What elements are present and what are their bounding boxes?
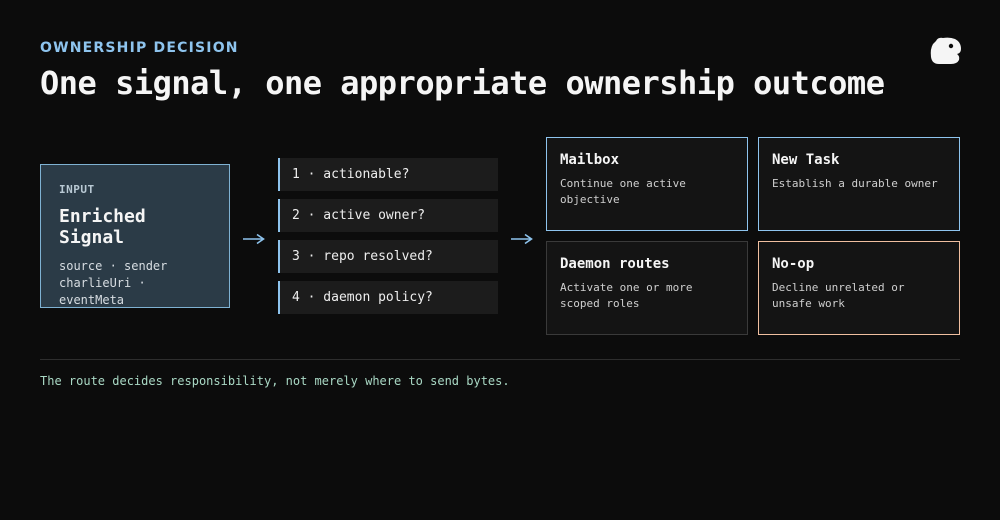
input-field-line: source · sender <box>59 259 168 273</box>
decision-checks: 1 · actionable? 2 · active owner? 3 · re… <box>278 158 498 322</box>
input-tag: INPUT <box>59 183 95 196</box>
eyebrow-label: OWNERSHIP DECISION <box>40 40 239 56</box>
creature-logo-icon <box>930 37 961 64</box>
outcome-description: Establish a durable owner <box>772 177 938 190</box>
outcome-new-task: New Task Establish a durable owner <box>758 137 960 231</box>
divider <box>40 359 960 360</box>
input-card: INPUT Enriched Signal source · sender ch… <box>40 164 230 308</box>
outcome-title: New Task <box>772 152 840 168</box>
footer-note: The route decides responsibility, not me… <box>40 374 510 388</box>
page-title: One signal, one appropriate ownership ou… <box>40 64 885 102</box>
right-arrow-icon <box>243 233 265 245</box>
input-field-line: eventMeta <box>59 293 125 307</box>
outcome-title: No-op <box>772 256 815 272</box>
check-item: 4 · daemon policy? <box>278 281 498 314</box>
outcome-title: Daemon routes <box>560 256 670 272</box>
outcome-description: Activate one or more scoped roles <box>560 281 693 310</box>
outcome-mailbox: Mailbox Continue one active objective <box>546 137 748 231</box>
input-field-line: charlieUri · <box>59 276 146 290</box>
outcome-daemon-routes: Daemon routes Activate one or more scope… <box>546 241 748 335</box>
check-item: 2 · active owner? <box>278 199 498 232</box>
outcome-title: Mailbox <box>560 152 620 168</box>
right-arrow-icon <box>511 233 533 245</box>
outcome-description: Continue one active objective <box>560 177 686 206</box>
outcome-description: Decline unrelated or unsafe work <box>772 281 905 310</box>
input-title: Enriched Signal <box>59 206 146 248</box>
check-item: 3 · repo resolved? <box>278 240 498 273</box>
outcome-no-op: No-op Decline unrelated or unsafe work <box>758 241 960 335</box>
check-item: 1 · actionable? <box>278 158 498 191</box>
input-fields: source · sender charlieUri · eventMeta <box>59 258 211 309</box>
